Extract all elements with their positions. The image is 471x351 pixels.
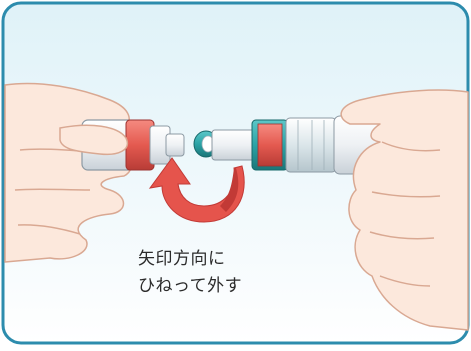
instruction-caption: 矢印方向に ひねって外す [138,246,288,300]
right-hand [340,89,469,331]
left-thumb [59,124,129,156]
left-hand [4,82,132,263]
twist-arrow-icon [148,157,245,223]
caption-line-2: ひねって外す [138,276,243,296]
caption-line-1: 矢印方向に [138,249,226,269]
